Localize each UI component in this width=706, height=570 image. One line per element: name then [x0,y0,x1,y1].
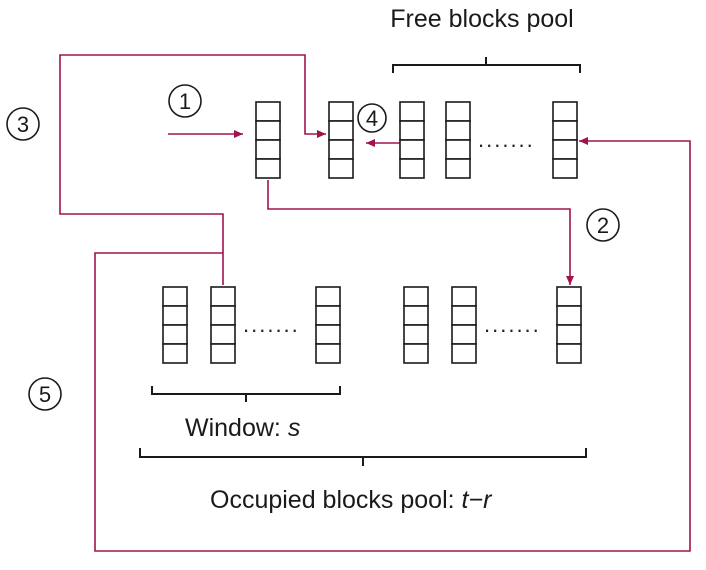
window-block-2 [210,286,236,364]
connector-lines [59,54,691,552]
step-marker-1: 1 [168,84,202,118]
free-pool-label: Free blocks pool [390,5,573,33]
arrow-step-3 [59,54,326,285]
step-marker-2: 2 [586,208,620,242]
free-block-last [552,101,578,179]
svg-text:2: 2 [597,213,609,238]
window-block-last [315,286,341,364]
block-stacks [162,101,582,364]
occupied-pool-brace [139,448,587,466]
free-block-1 [328,101,354,179]
svg-text:5: 5 [39,382,51,407]
free-block-3 [445,101,471,179]
incoming-block [255,101,281,179]
step-marker-4: 4 [357,103,387,133]
window-block-1 [162,286,188,364]
occupied-block-last [556,286,582,364]
window-ellipsis: ....... [243,312,300,337]
window-brace [151,386,341,402]
occupied-ellipsis: ....... [484,312,541,337]
svg-text:4: 4 [366,106,378,131]
free-block-2 [399,101,425,179]
step-marker-3: 3 [6,107,40,141]
arrow-step-5 [94,137,691,552]
occupied-block-2 [451,286,477,364]
step-marker-5: 5 [28,377,62,411]
arrow-step-2 [267,180,574,285]
free-pool-brace [392,57,581,73]
free-pool-ellipsis: ....... [478,127,535,152]
svg-text:3: 3 [17,112,29,137]
occupied-block-1 [403,286,429,364]
window-label: Window: s [185,414,300,442]
occupied-pool-label: Occupied blocks pool: t−r [210,486,493,514]
svg-text:1: 1 [179,89,191,114]
